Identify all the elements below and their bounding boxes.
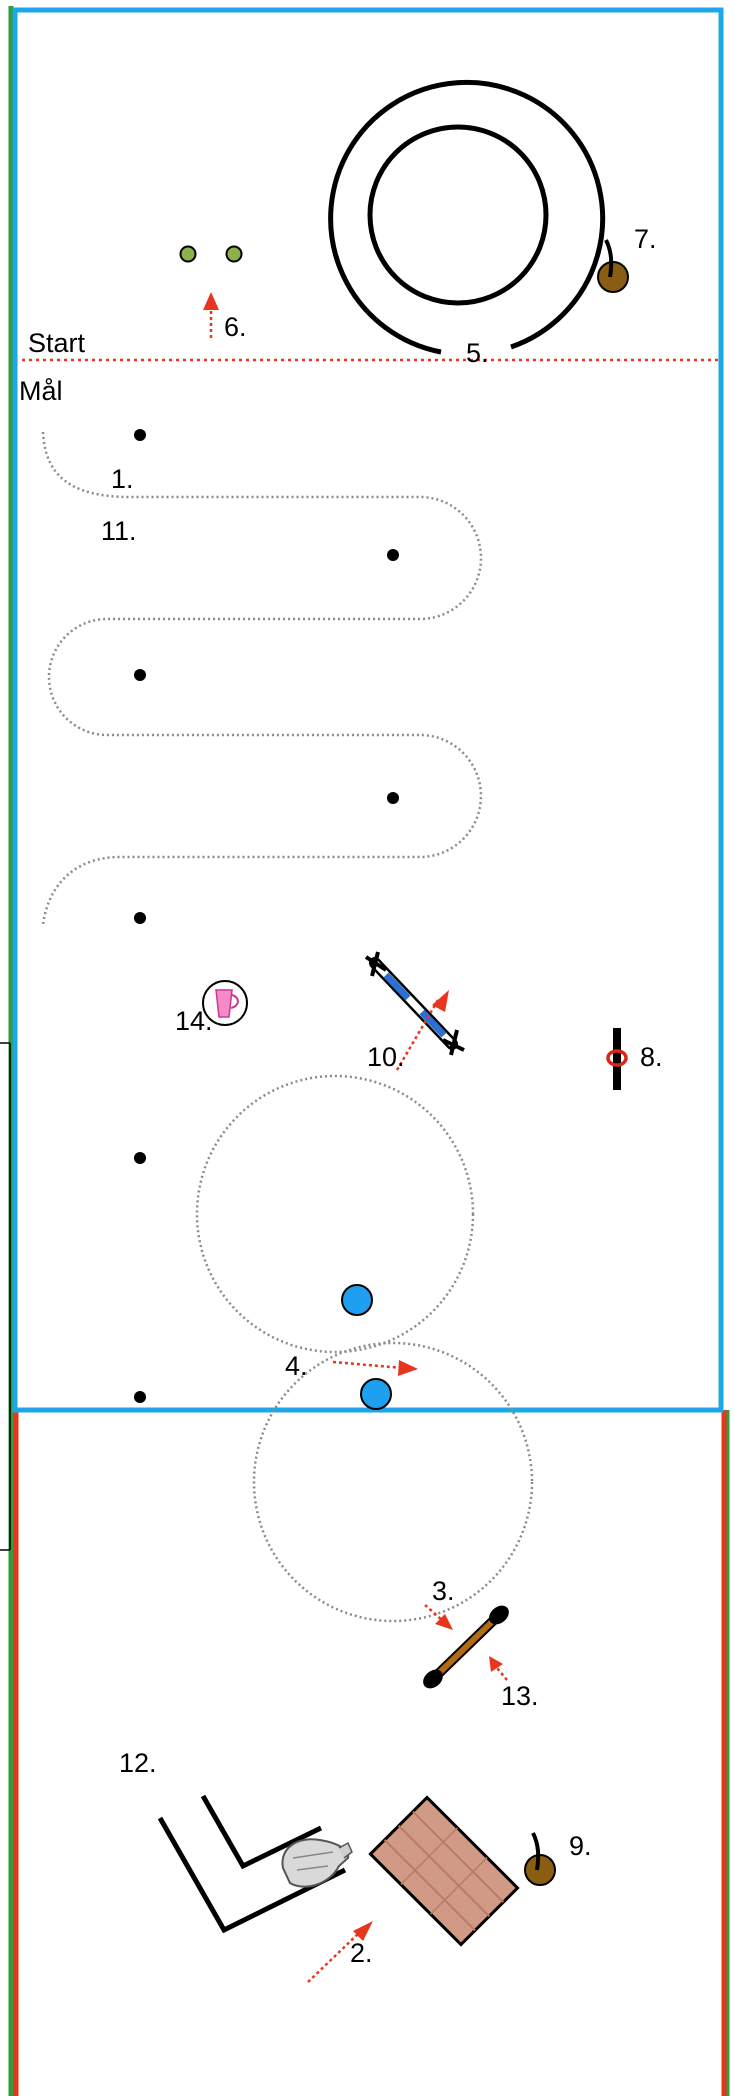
obstacle-label-6: 6. [224, 312, 247, 342]
serpentine-path [43, 432, 481, 925]
bucket-icon [525, 1833, 555, 1885]
obstacle-label-13: 13. [501, 1681, 539, 1711]
obstacle-label-4: 4. [285, 1351, 308, 1381]
bucket-icon [598, 240, 628, 292]
slalom-dot [134, 1152, 146, 1164]
obstacle-label-5: 5. [466, 338, 489, 368]
jump-pole-icon [366, 952, 464, 1055]
inner-circle [370, 127, 546, 303]
slalom-dot [134, 429, 146, 441]
arrow-13 [497, 1668, 507, 1680]
circle-path-lower [254, 1343, 532, 1621]
obstacle-label-12: 12. [119, 1748, 157, 1778]
slalom-markers [134, 429, 399, 1403]
spiral-circle-obstacle [331, 82, 603, 352]
slalom-dot [387, 792, 399, 804]
slalom-dot [134, 912, 146, 924]
obstacle-label-8: 8. [640, 1042, 663, 1072]
slalom-dot [387, 549, 399, 561]
slalom-dot [134, 669, 146, 681]
wooden-bridge-icon [370, 1797, 517, 1944]
obstacle-label-14: 14. [175, 1006, 213, 1036]
obstacle-label-10: 10. [367, 1042, 405, 1072]
start-label: Start [28, 328, 86, 358]
green-cone [227, 247, 242, 262]
gate-post-icon [608, 1028, 626, 1090]
direction-arrows [211, 308, 507, 1982]
blue-ball [342, 1285, 372, 1315]
circle-path-upper [197, 1076, 473, 1352]
ground-pole-icon [419, 1602, 512, 1692]
sack-icon [282, 1839, 352, 1886]
goal-label: Mål [19, 376, 63, 406]
arrow-4 [333, 1362, 403, 1368]
green-cone [181, 247, 196, 262]
blue-ball [361, 1379, 391, 1409]
obstacle-label-1: 1. [111, 464, 134, 494]
obstacle-label-2: 2. [350, 1938, 373, 1968]
arrowhead-13 [489, 1656, 503, 1672]
obstacle-label-11: 11. [101, 516, 137, 546]
obstacle-label-9: 9. [569, 1831, 592, 1861]
arrowhead-6 [203, 292, 219, 310]
slalom-dot [134, 1391, 146, 1403]
obstacle-label-7: 7. [634, 224, 657, 254]
arrow-heads [203, 292, 503, 1941]
arrowhead-3 [435, 1614, 453, 1630]
arrowhead-10 [432, 990, 449, 1012]
arrowhead-4 [398, 1360, 418, 1376]
obstacle-label-3: 3. [432, 1576, 455, 1606]
